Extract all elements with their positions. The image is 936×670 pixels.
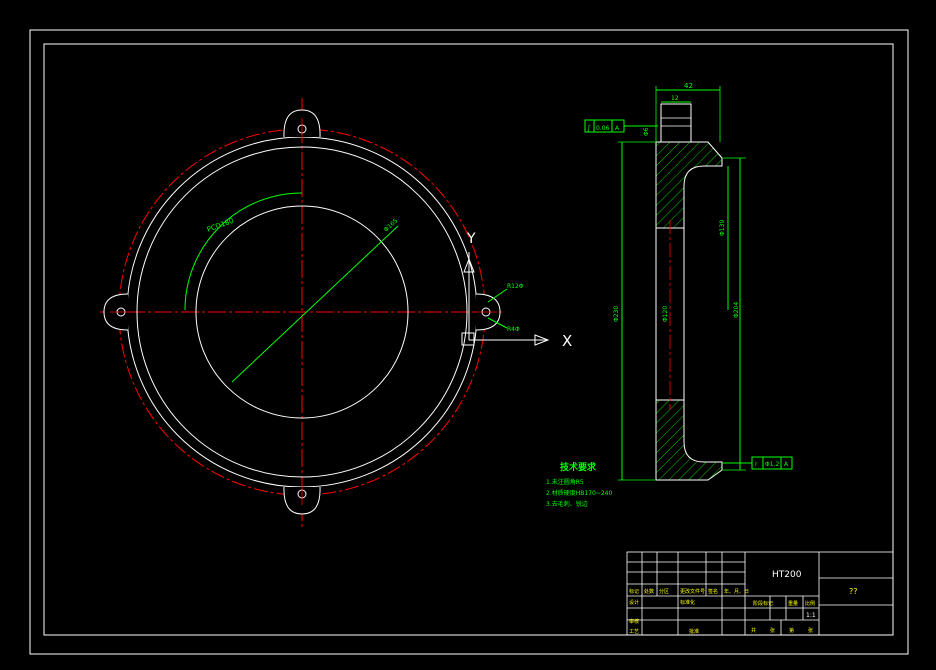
dim-small: Φ6 bbox=[643, 127, 650, 136]
dim-width: 42 bbox=[684, 82, 693, 90]
dim-r-top: R12Φ bbox=[507, 283, 524, 290]
svg-text:Φ1.2: Φ1.2 bbox=[765, 461, 779, 468]
svg-text:重量: 重量 bbox=[788, 600, 798, 607]
svg-text:阶段标记: 阶段标记 bbox=[753, 600, 773, 607]
svg-text:1:1: 1:1 bbox=[806, 612, 816, 619]
dim-diameter-leader bbox=[231, 225, 399, 383]
svg-text:分区: 分区 bbox=[659, 588, 669, 595]
axis-y-label: Y bbox=[466, 231, 476, 247]
material-label: HT200 bbox=[772, 570, 802, 580]
svg-text:标准化: 标准化 bbox=[680, 599, 695, 606]
tech-item-2: 2.材质硬度HB170~240 bbox=[546, 489, 612, 497]
section-bottom bbox=[655, 399, 723, 481]
svg-text:张: 张 bbox=[770, 627, 775, 634]
dim-diameter: Φ165 bbox=[383, 217, 400, 233]
tech-item-3: 3.去毛刺、锐边 bbox=[546, 500, 588, 508]
front-view: PCD180 Φ165 R12Φ R4Φ Y X bbox=[100, 98, 572, 530]
svg-text:设计: 设计 bbox=[629, 599, 639, 606]
part-number: ?? bbox=[849, 587, 858, 596]
dim-r-bottom: R4Φ bbox=[507, 326, 520, 333]
title-block-labels: 标记 处数 分区 更改文件号 签名 年、月、日 设计 标准化 审核 工艺 批准 … bbox=[629, 588, 816, 635]
outer-frame bbox=[29, 29, 909, 655]
section-top bbox=[655, 141, 723, 229]
svg-text:处数: 处数 bbox=[644, 588, 654, 595]
svg-text:A: A bbox=[784, 461, 789, 468]
svg-text:第: 第 bbox=[789, 627, 794, 634]
svg-text:0.06: 0.06 bbox=[596, 125, 610, 132]
tech-title: 技术要求 bbox=[560, 461, 597, 473]
ucs-icon bbox=[461, 252, 550, 346]
svg-text:审核: 审核 bbox=[629, 618, 639, 625]
dim-outer-diameter: Φ204 bbox=[733, 302, 740, 318]
title-block bbox=[626, 551, 894, 636]
svg-text:更改文件号: 更改文件号 bbox=[680, 588, 705, 595]
tech-requirements: 技术要求 1.未注圆角R5 2.材质硬度HB170~240 3.去毛刺、锐边 bbox=[546, 461, 612, 508]
tolerance-frame-bottom bbox=[722, 456, 793, 470]
axis-x-label: X bbox=[562, 332, 572, 350]
bore-contour bbox=[195, 205, 409, 419]
dim-inner-diameter: Φ139 bbox=[719, 220, 726, 236]
side-view: 42 12 Φ6 Φ230 Φ120 Φ139 Φ204 ∫ 0.06 A bbox=[584, 82, 793, 481]
inner-frame bbox=[43, 43, 894, 636]
svg-text:张: 张 bbox=[808, 627, 813, 634]
tolerance-frame-top bbox=[584, 119, 658, 133]
svg-text:∫: ∫ bbox=[587, 124, 591, 132]
svg-text:共: 共 bbox=[751, 627, 756, 634]
hub-flange bbox=[660, 103, 692, 143]
inner-step-contour bbox=[136, 146, 468, 478]
tech-item-1: 1.未注圆角R5 bbox=[546, 478, 584, 486]
svg-text:标记: 标记 bbox=[629, 588, 639, 595]
svg-text:r: r bbox=[755, 461, 758, 468]
svg-text:A: A bbox=[615, 125, 620, 132]
pcd-arc bbox=[184, 192, 303, 311]
svg-text:批准: 批准 bbox=[689, 628, 699, 635]
dim-left-diameter: Φ230 bbox=[613, 306, 620, 322]
svg-text:签名: 签名 bbox=[708, 588, 718, 595]
svg-text:工艺: 工艺 bbox=[629, 629, 639, 635]
dim-flange: 12 bbox=[671, 95, 679, 102]
dim-bolt-circle: PCD180 bbox=[206, 217, 235, 234]
svg-text:年、月、日: 年、月、日 bbox=[724, 588, 749, 595]
dim-center-diameter: Φ120 bbox=[662, 306, 669, 322]
svg-text:比例: 比例 bbox=[805, 600, 815, 607]
